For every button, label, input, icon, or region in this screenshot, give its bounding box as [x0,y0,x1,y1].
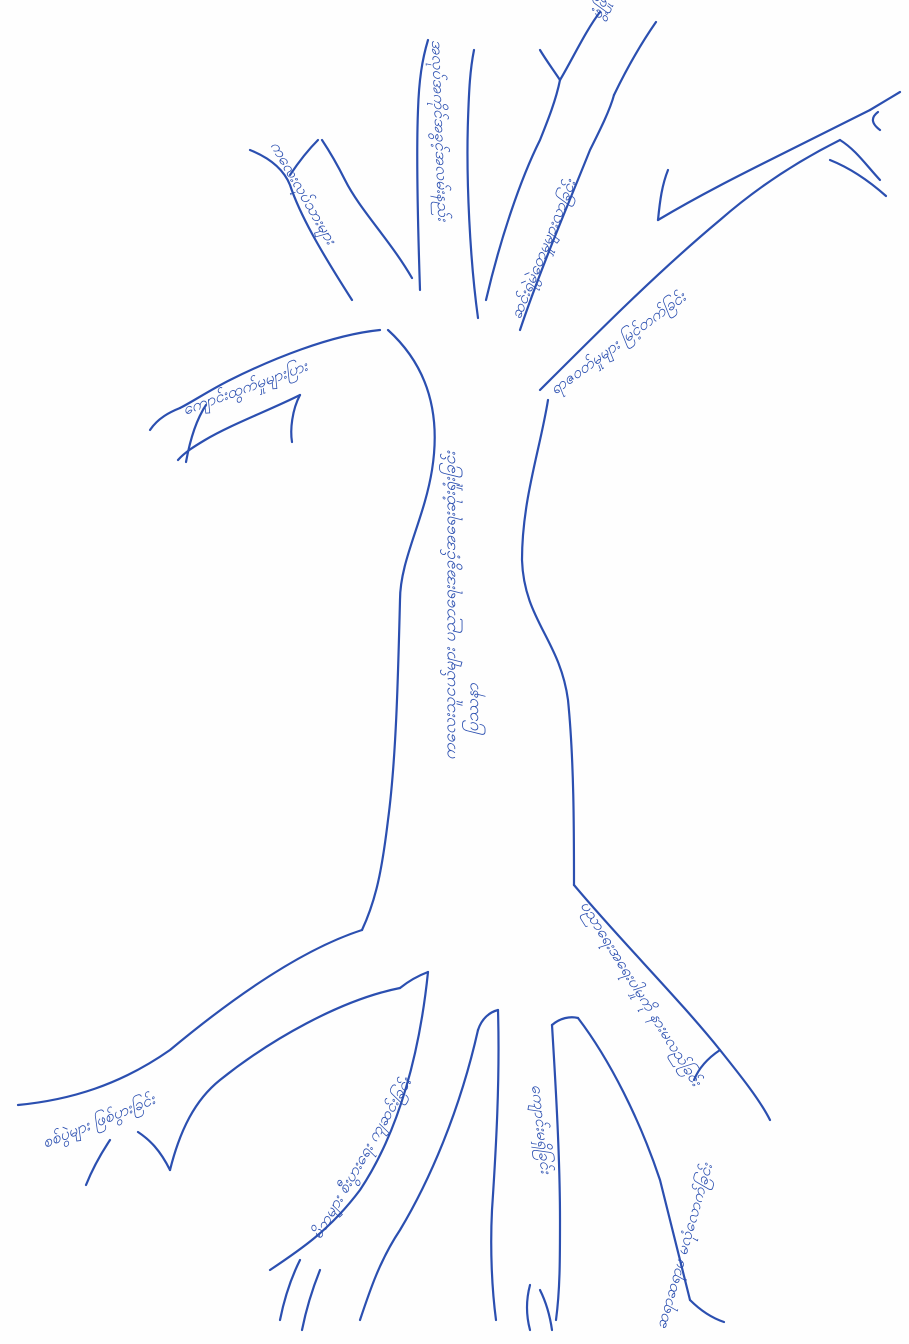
branch-label-b1: ကျောင်းထွက်မှုများပြား [180,356,312,423]
branch-labels: ကျောင်းထွက်မှုများပြား ကလေးလုပ်သားများ အ… [180,0,692,423]
branch-label-b3: အလုပ်အကိုင်အခွင့်အလမ်းနည်း [424,39,453,222]
root-label-r2: မိဘများ စီးပွားရေး ကျဆင်းခြင်း [307,1073,419,1244]
branch-label-b4: ဆင်းရဲမွဲတေမှုများလာခြင်း [506,176,583,323]
trunk-outline [362,330,574,930]
branch-label-b6: ရာဇဝတ်မှုများ မြင့်တက်ခြင်း [546,287,692,402]
branch-outlines [150,12,900,462]
branch-label-b5: ဖွံ့ဖြိုးတိုးတက်မှုနှေးကွေးခြင်း [586,0,667,23]
trunk-label-line1: ပြဿနာ [462,682,486,735]
root-label-r5: ပညာရေးအရေးပါမှုကို နားမလည်ခြင်း [573,897,707,1092]
root-label-r3: ကျောင်းမရှိခြင်း [524,1083,556,1175]
trunk-label: ပြဿနာ ကလေးသူငယ်များ ပညာရေးအခွင့်အရေးဆုံး… [439,450,486,760]
branch-label-b2: ကလေးလုပ်သားများ [263,138,341,251]
trunk-label-line2: ကလေးသူငယ်များ ပညာရေးအခွင့်အရေးဆုံးရှုံးခ… [439,450,463,760]
